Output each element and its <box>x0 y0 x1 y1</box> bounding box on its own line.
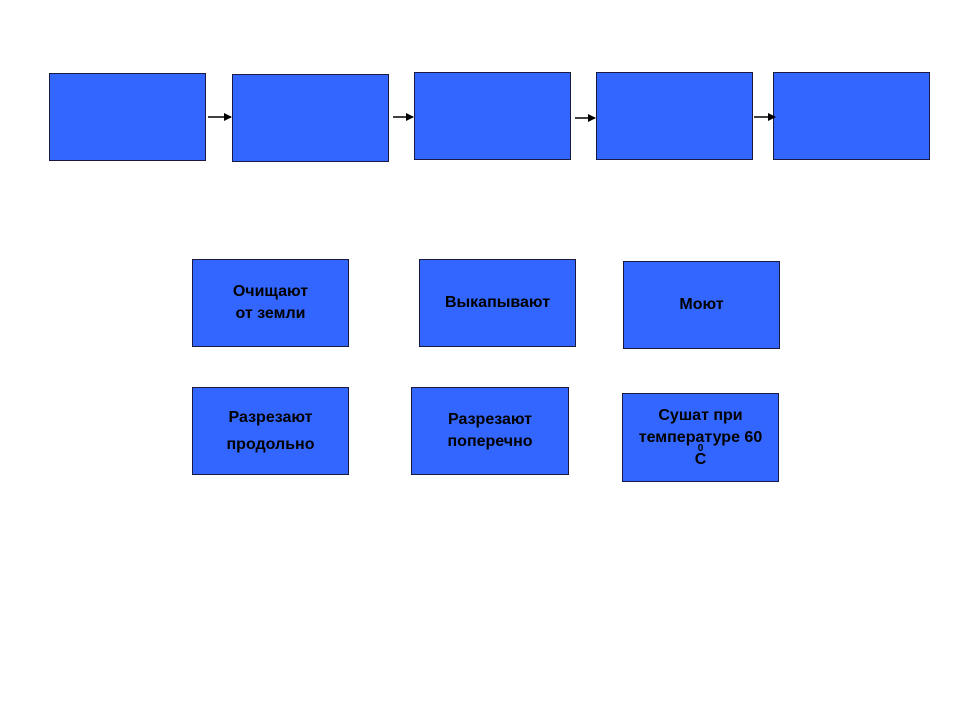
step-dry-line2-prefix: температуре 60 <box>638 428 763 446</box>
flow-box-2[interactable] <box>232 74 389 162</box>
step-cut-cross-text: Разрезают поперечно <box>448 409 533 453</box>
step-wash[interactable]: Моют <box>623 261 780 349</box>
step-clean[interactable]: Очищают от земли <box>192 259 349 347</box>
step-clean-line1: Очищают <box>232 283 309 300</box>
step-dry-line1: Сушат при <box>658 406 743 424</box>
flow-box-4[interactable] <box>596 72 753 160</box>
step-dig[interactable]: Выкапывают <box>419 259 576 347</box>
step-clean-line2: от земли <box>235 305 306 322</box>
step-dry-line2-suffix: С <box>694 450 707 468</box>
flow-box-3[interactable] <box>414 72 571 160</box>
step-clean-text: Очищают от земли <box>233 281 308 325</box>
step-cut-cross-line2: поперечно <box>447 433 533 450</box>
step-cut-cross-line1: Разрезают <box>448 411 532 428</box>
step-wash-text: Моют <box>679 294 723 316</box>
step-cut-long[interactable]: Разрезают продольно <box>192 387 349 475</box>
step-cut-cross[interactable]: Разрезают поперечно <box>411 387 569 475</box>
step-cut-long-line2: продольно <box>226 436 315 453</box>
flow-box-5[interactable] <box>773 72 930 160</box>
step-cut-long-line1: Разрезают <box>228 409 313 426</box>
step-dig-text: Выкапывают <box>445 292 550 314</box>
step-dig-line1: Выкапывают <box>444 294 551 311</box>
step-wash-line1: Моют <box>679 296 724 313</box>
step-cut-long-text: Разрезают продольно <box>227 404 315 458</box>
flow-box-1[interactable] <box>49 73 206 161</box>
